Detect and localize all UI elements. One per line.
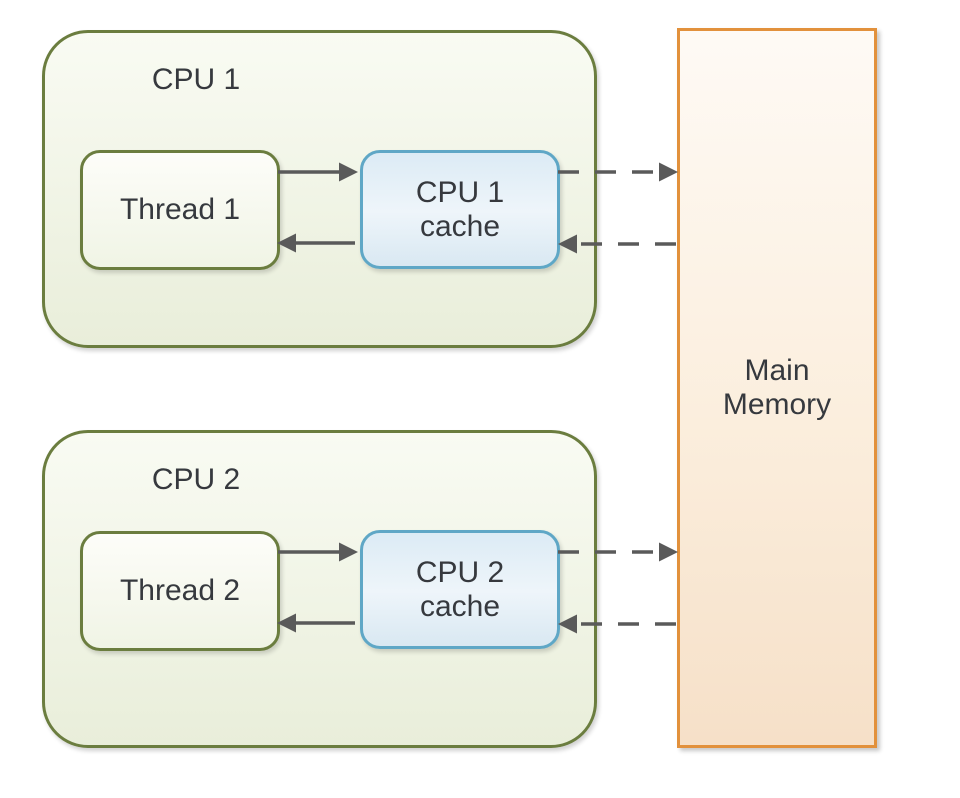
thread2-label: Thread 2 [119,574,241,607]
cpu2-cache-label-line1: CPU 2 [415,555,505,589]
thread1-node: Thread 1 [80,150,280,270]
cpu2-cache-node: CPU 2 cache [360,530,560,649]
cpu2-cache-label-line2: cache [419,589,501,623]
main-memory-label-line2: Memory [722,388,832,421]
thread1-label: Thread 1 [119,193,241,226]
cpu1-cache-node: CPU 1 cache [360,150,560,269]
cpu1-cache-label-line2: cache [419,209,501,243]
main-memory-node: Main Memory [677,28,877,748]
cpu1-cache-label-line1: CPU 1 [415,175,505,209]
thread2-node: Thread 2 [80,531,280,651]
cpu2-title: CPU 2 [151,463,241,496]
main-memory-label-line1: Main [744,354,810,387]
cpu1-group: CPU 1 Thread 1 CPU 1 cache [42,30,597,348]
cpu1-title: CPU 1 [151,63,241,96]
cpu2-group: CPU 2 Thread 2 CPU 2 cache [42,430,597,748]
